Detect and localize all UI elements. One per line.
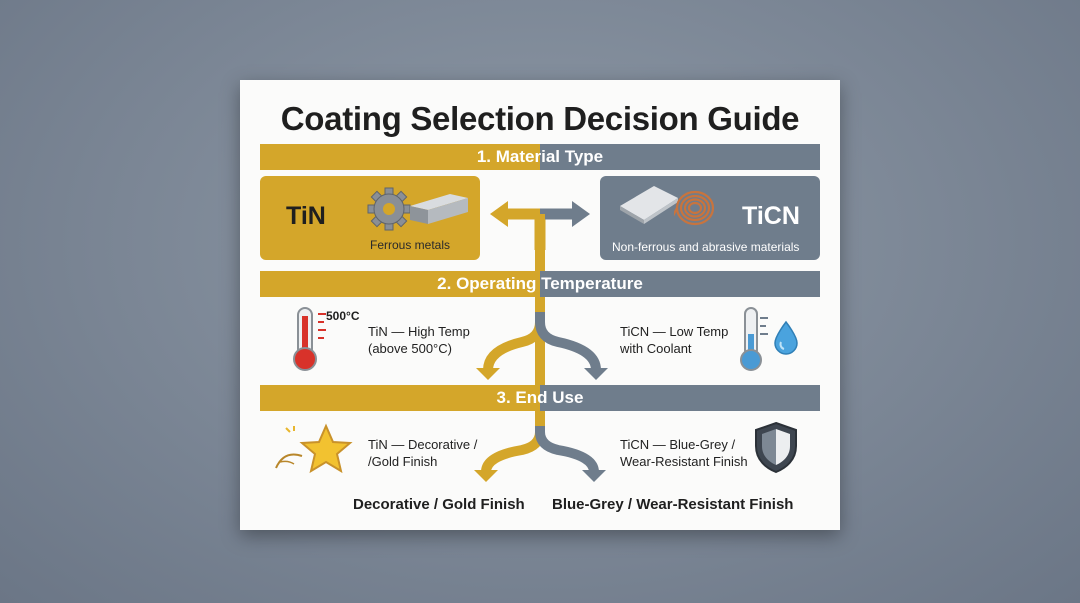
enduse-ticn-line2: Wear-Resistant Finish — [620, 454, 748, 469]
result-tin: Decorative / Gold Finish — [353, 496, 525, 513]
cool-thermometer-icon — [738, 306, 764, 377]
gear-icon — [366, 186, 412, 237]
material-ticn-box: TiCN Non-ferrous and abrasive materials — [600, 176, 820, 260]
hot-thermometer-icon — [290, 306, 320, 377]
thermometer-temperature-label: 500°C — [326, 309, 360, 323]
temp-branch-slate-head — [584, 368, 608, 380]
material-ticn-name: TiCN — [742, 202, 800, 230]
temperature-tin-line1: TiN — High Temp — [368, 324, 470, 339]
water-drop-icon — [772, 320, 800, 361]
section-end-use: 3. End Use — [260, 385, 820, 411]
material-tin-desc: Ferrous metals — [370, 238, 451, 252]
page-title: Coating Selection Decision Guide — [280, 100, 800, 137]
temperature-tin-line2: (above 500°C) — [368, 341, 452, 356]
enduse-ticn-line1: TiCN — Blue-Grey / — [620, 437, 736, 452]
material-tin-box: TiN — [260, 176, 480, 260]
result-ticn: Blue-Grey / Wear-Resistant Finish — [552, 496, 794, 513]
enduse-tin-line2: /Gold Finish — [368, 454, 438, 469]
metal-bar-icon — [406, 190, 470, 235]
split-arrow-right-head — [572, 201, 590, 227]
section-operating-temperature: 2. Operating Temperature — [260, 271, 820, 297]
temperature-ticn-line1: TiCN — Low Temp — [620, 324, 729, 339]
temp-branch-slate — [535, 312, 601, 371]
decision-guide-card: Coating Selection Decision Guide 1. Mate… — [240, 80, 840, 530]
thermometer-ticks — [318, 313, 326, 339]
material-ticn-desc: Non-ferrous and abrasive materials — [612, 240, 800, 254]
metal-plate-icon — [616, 182, 680, 231]
shield-icon — [752, 420, 800, 479]
flow-arrows — [474, 201, 608, 482]
enduse-tin-line1: TiN — Decorative / — [368, 437, 478, 452]
material-tin-name: TiN — [286, 202, 326, 230]
split-arrow-left-head — [490, 201, 508, 227]
section-material-type: 1. Material Type — [260, 144, 820, 170]
temp-branch-gold-head — [476, 368, 500, 380]
enduse-branch-slate-head — [582, 470, 606, 482]
star-icon — [272, 420, 356, 481]
enduse-branch-gold-head — [474, 470, 498, 482]
cool-thermometer-ticks — [760, 317, 768, 335]
enduse-branch-gold — [481, 426, 545, 473]
enduse-branch-slate — [535, 426, 599, 473]
temp-branch-gold — [483, 312, 545, 371]
copper-coil-icon — [671, 188, 716, 233]
temperature-ticn-line2: with Coolant — [620, 341, 692, 356]
